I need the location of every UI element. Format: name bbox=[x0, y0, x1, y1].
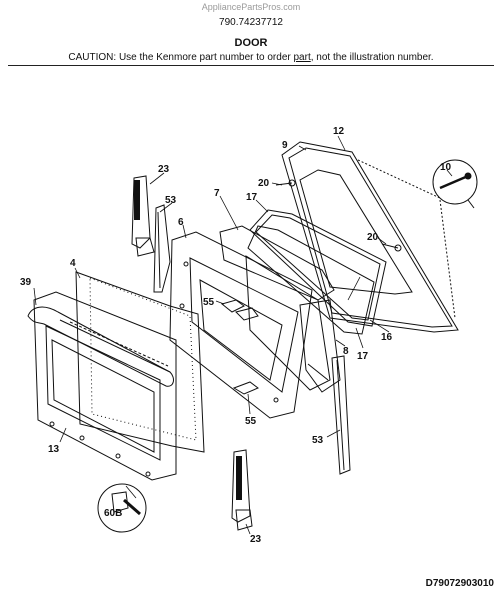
header-rule bbox=[8, 65, 494, 66]
callout-39: 39 bbox=[20, 277, 32, 288]
callout-20-upper: 20 bbox=[258, 178, 270, 189]
door-handle-part-39 bbox=[27, 306, 174, 387]
callout-20-lower: 20 bbox=[367, 232, 379, 243]
bracket-part-55-upper bbox=[220, 299, 259, 321]
door-liner-part-6 bbox=[169, 231, 313, 419]
screw-part-20 bbox=[275, 179, 296, 187]
callout-55-upper: 55 bbox=[203, 297, 215, 308]
callout-53-lower: 53 bbox=[312, 435, 324, 446]
callout-10: 10 bbox=[440, 162, 452, 173]
caution-text-end: , not the illustration number. bbox=[310, 52, 434, 63]
callout-4: 4 bbox=[70, 258, 76, 269]
callout-17-lower: 17 bbox=[357, 351, 369, 362]
caution-part-word: part bbox=[293, 52, 311, 63]
outer-door-part-13 bbox=[33, 291, 177, 481]
screw-part-20-lower bbox=[381, 243, 402, 252]
callout-17-upper: 17 bbox=[246, 192, 258, 203]
callout-60b: 60B bbox=[104, 508, 122, 519]
callout-23-upper: 23 bbox=[158, 164, 170, 175]
hinge-part-23-upper bbox=[131, 175, 155, 257]
callout-12: 12 bbox=[333, 126, 345, 137]
document-id: D79072903010 bbox=[425, 578, 494, 589]
bracket-part-55-lower bbox=[232, 381, 259, 395]
callout-53-upper: 53 bbox=[165, 195, 177, 206]
callout-8: 8 bbox=[343, 346, 349, 357]
callout-23-lower: 23 bbox=[250, 534, 262, 545]
glass-panel-part-4 bbox=[75, 271, 205, 453]
insulation-part-7 bbox=[219, 225, 335, 391]
callout-16: 16 bbox=[381, 332, 393, 343]
site-watermark: AppliancePartsPros.com bbox=[201, 2, 301, 12]
hinge-part-23-lower bbox=[231, 449, 253, 531]
callout-6: 6 bbox=[178, 217, 184, 228]
leader-lines bbox=[33, 135, 453, 535]
model-number: 790.74237712 bbox=[219, 17, 283, 28]
screw-detail-part-60b bbox=[97, 483, 147, 533]
callout-13: 13 bbox=[48, 444, 60, 455]
callout-9: 9 bbox=[282, 140, 288, 151]
callout-7: 7 bbox=[214, 188, 220, 199]
callout-55-lower: 55 bbox=[245, 416, 257, 427]
detail-circle-part-10 bbox=[432, 159, 478, 209]
door-frame-part-12 bbox=[281, 141, 459, 333]
mount-points bbox=[49, 421, 151, 477]
caution-text-start: CAUTION: Use the Kenmore part number to … bbox=[68, 52, 294, 63]
diagram-title: DOOR bbox=[234, 37, 268, 49]
heat-shield-part-8 bbox=[299, 299, 341, 393]
channel-part-53-upper bbox=[153, 204, 171, 293]
caution-note: CAUTION: Use the Kenmore part number to … bbox=[0, 52, 502, 63]
channel-part-53-lower bbox=[331, 355, 351, 475]
inner-glass-part-16 bbox=[247, 225, 375, 335]
